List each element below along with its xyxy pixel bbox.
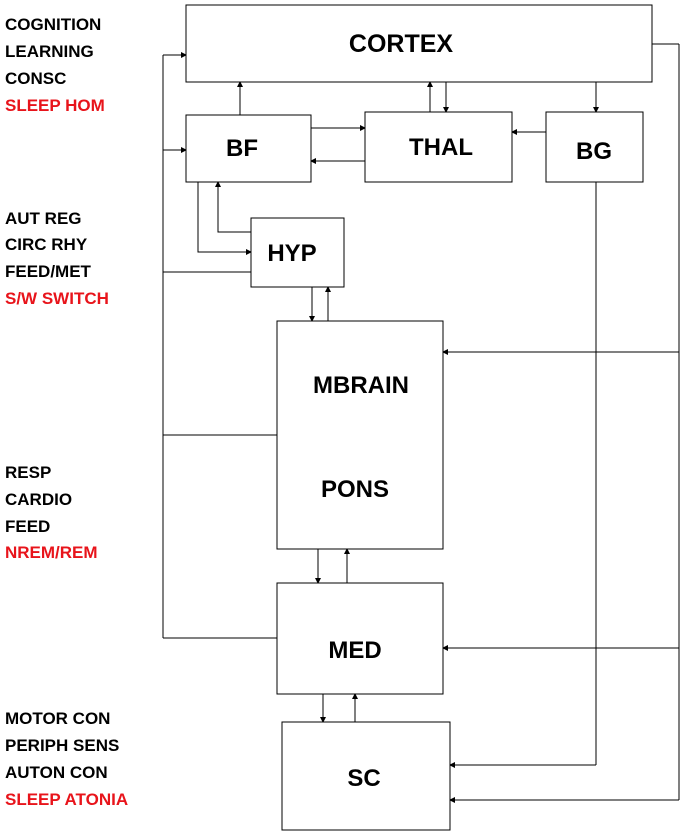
bf-block: BF [185,114,312,183]
thal-block: THAL [364,111,513,183]
cortex-label: CORTEX [349,30,454,58]
label-group-spinal-cord: MOTOR CON PERIPH SENS AUTON CON SLEEP AT… [5,709,128,809]
bg-label: BG [576,138,612,165]
function-label: MOTOR CON [5,709,110,728]
label-group-forebrain: COGNITION LEARNING CONSC SLEEP HOM [5,15,105,115]
hyp-to-bf-inner [215,181,251,233]
function-label: FEED [5,517,50,536]
sleep-function-label: S/W SWITCH [5,289,109,308]
connectors [162,43,680,803]
label-group-brainstem: RESP CARDIO FEED NREM/REM [5,463,98,562]
label-group-hypothalamus: AUT REG CIRC RHY FEED/MET S/W SWITCH [5,209,109,308]
med-label: MED [328,637,381,664]
cortex-block: CORTEX [185,4,653,83]
function-label: PERIPH SENS [5,736,119,755]
function-label: AUTON CON [5,763,108,782]
bf-to-hyp-outer [197,182,252,255]
sleep-function-label: SLEEP HOM [5,96,105,115]
mbrain-pons-block: MBRAIN PONS [276,320,444,550]
function-label: CARDIO [5,490,72,509]
hyp-block: HYP [250,217,345,288]
function-label: RESP [5,463,51,482]
function-label: LEARNING [5,42,94,61]
pons-label: PONS [321,476,389,503]
bf-label: BF [226,135,258,162]
function-label: AUT REG [5,209,82,228]
thal-label: THAL [409,134,473,161]
sleep-function-label: NREM/REM [5,543,98,562]
mbrain-label: MBRAIN [313,372,409,399]
sleep-function-label: SLEEP ATONIA [5,790,128,809]
sc-label: SC [347,765,380,792]
function-label: CONSC [5,69,66,88]
function-label: FEED/MET [5,262,92,281]
med-block: MED [276,582,444,695]
sc-block: SC [281,721,451,831]
function-label: CIRC RHY [5,235,88,254]
function-label: COGNITION [5,15,101,34]
bg-block: BG [545,111,644,183]
hyp-label: HYP [267,240,316,267]
